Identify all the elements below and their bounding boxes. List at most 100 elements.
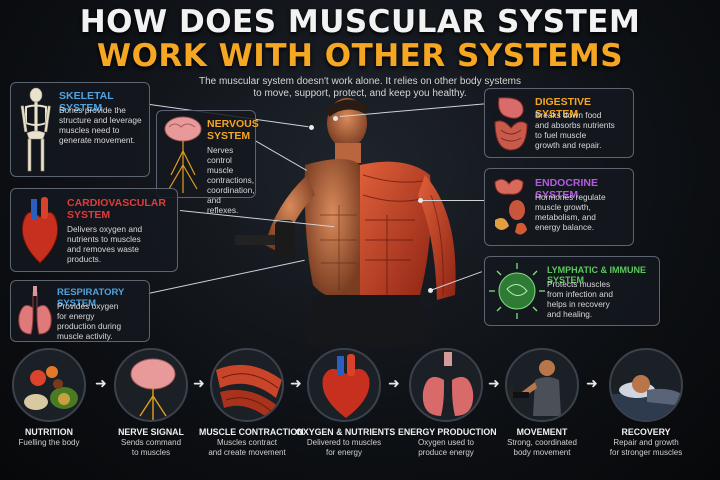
step-energy-production: ENERGY PRODUCTION Oxygen used to produce… xyxy=(398,348,497,457)
respiratory-title: RESPIRATORY SYSTEM xyxy=(57,287,125,309)
desc-line: produce energy xyxy=(418,447,474,457)
step-title: MOVEMENT xyxy=(516,427,568,437)
step-desc: Fuelling the body xyxy=(1,438,97,448)
page-title-line2: WORK WITH OTHER SYSTEMS xyxy=(96,38,624,74)
desc-line: products. xyxy=(67,254,102,264)
step-recovery: RECOVERY Repair and growth for stronger … xyxy=(598,348,694,457)
arrow-icon: ➜ xyxy=(388,375,400,391)
desc-line: for stronger muscles xyxy=(609,447,683,457)
desc-line: muscle contractions, xyxy=(207,165,255,185)
nervous-desc: Nerves control muscle contractions, coor… xyxy=(207,145,255,215)
card-nervous-system: NERVOUS SYSTEM Nerves control muscle con… xyxy=(156,110,259,215)
step-title: NERVE SIGNAL xyxy=(118,427,184,437)
step-nutrition: NUTRITION Fuelling the body xyxy=(1,348,97,448)
heart-organ-icon xyxy=(307,348,381,422)
desc-line: Breaks down food xyxy=(535,110,602,120)
connector-dot xyxy=(309,125,314,130)
desc-line: and absorbs nutrients xyxy=(535,120,615,130)
desc-line: Sends command xyxy=(120,438,182,447)
digestive-desc: Breaks down food and absorbs nutrients t… xyxy=(535,110,615,150)
desc-line: reflexes. xyxy=(207,205,239,215)
desc-line: to fuel muscle xyxy=(535,130,587,140)
desc-line: and removes waste xyxy=(67,244,139,254)
desc-line: and healing. xyxy=(547,309,593,319)
skeletal-desc: Bones provide the structure and leverage… xyxy=(59,105,142,145)
lungs-organ-icon xyxy=(409,348,483,422)
step-desc: Sends command to muscles xyxy=(103,438,199,457)
endocrine-title: ENDOCRINE SYSTEM xyxy=(535,177,599,201)
nutrition-food-icon xyxy=(12,348,86,422)
desc-line: Hormones regulate xyxy=(535,192,606,202)
title-line: NERVOUS xyxy=(207,118,259,130)
step-desc: Strong, coordinated body movement xyxy=(494,438,590,457)
card-respiratory-system: RESPIRATORY SYSTEM Provides oxygen for e… xyxy=(10,280,150,342)
card-skeletal-system: SKELETAL SYSTEM Bones provide the struct… xyxy=(10,82,150,177)
sleeping-person-icon xyxy=(609,348,683,422)
desc-line: Strong, coordinated xyxy=(507,438,577,447)
athlete-lifting-icon xyxy=(505,348,579,422)
skeleton-icon xyxy=(20,87,51,172)
immune-cell-icon xyxy=(489,263,545,319)
step-desc: Delivered to muscles for energy xyxy=(296,438,392,457)
lymphatic-title: LYMPHATIC & IMMUNE SYSTEM xyxy=(547,265,646,285)
desc-line: Delivers oxygen and xyxy=(67,224,143,234)
desc-line: for energy xyxy=(57,311,95,321)
respiratory-desc: Provides oxygen for energy production du… xyxy=(57,301,121,341)
desc-line: Muscles contract xyxy=(216,438,278,447)
digestive-title: DIGESTIVE SYSTEM xyxy=(535,96,592,120)
desc-line: Protects muscles xyxy=(547,279,611,289)
step-movement: MOVEMENT Strong, coordinated body moveme… xyxy=(494,348,590,457)
connector-endocrine xyxy=(420,200,485,201)
step-title: NUTRITION xyxy=(25,427,73,437)
step-title: MUSCLE CONTRACTION xyxy=(199,427,304,437)
card-endocrine-system: ENDOCRINE SYSTEM Hormones regulate muscl… xyxy=(484,168,634,246)
desc-line: for energy xyxy=(325,447,363,457)
card-digestive-system: DIGESTIVE SYSTEM Breaks down food and ab… xyxy=(484,88,634,158)
desc-line: Fuelling the body xyxy=(18,438,80,447)
brain-icon xyxy=(164,116,202,193)
lungs-icon xyxy=(18,286,52,335)
card-lymphatic-immune-system: LYMPHATIC & IMMUNE SYSTEM Protects muscl… xyxy=(484,256,660,326)
title-line: SYSTEM xyxy=(67,209,111,221)
endocrine-desc: Hormones regulate muscle growth, metabol… xyxy=(535,192,606,232)
step-title: ENERGY PRODUCTION xyxy=(398,427,497,437)
connector-dot xyxy=(428,288,433,293)
step-title: RECOVERY xyxy=(621,427,671,437)
desc-line: Bones provide the xyxy=(59,105,126,115)
title-line: SYSTEM xyxy=(207,130,251,142)
brain-nerve-icon xyxy=(114,348,188,422)
intro-line-2: to move, support, protect, and keep you … xyxy=(253,88,467,99)
desc-line: muscles need to xyxy=(59,125,120,135)
desc-line: Provides oxygen xyxy=(57,301,119,311)
desc-line: metabolism, and xyxy=(535,212,596,222)
desc-line: muscle activity. xyxy=(57,331,113,341)
arrow-icon: ➜ xyxy=(290,375,302,391)
connector-dot xyxy=(333,116,338,121)
intro-text: The muscular system doesn't work alone. … xyxy=(170,76,550,100)
muscle-fibers-icon xyxy=(210,348,284,422)
desc-line: nutrients to muscles xyxy=(67,234,141,244)
skeletal-title: SKELETAL SYSTEM xyxy=(59,90,114,114)
desc-line: Repair and growth xyxy=(613,438,679,447)
page-title-line1: HOW DOES MUSCULAR SYSTEM xyxy=(79,4,641,40)
desc-line: generate movement. xyxy=(59,135,136,145)
arrow-icon: ➜ xyxy=(95,375,107,391)
lymphatic-desc: Protects muscles from infection and help… xyxy=(547,279,613,319)
desc-line: energy balance. xyxy=(535,222,595,232)
digestive-organs-icon xyxy=(494,97,528,151)
desc-line: coordination, and xyxy=(207,185,255,205)
step-title: OXYGEN & NUTRIENTS xyxy=(296,427,396,437)
arrow-icon: ➜ xyxy=(488,375,500,391)
desc-line: structure and leverage xyxy=(59,115,142,125)
desc-line: to muscles xyxy=(131,447,171,457)
step-desc: Repair and growth for stronger muscles xyxy=(598,438,694,457)
arrow-icon: ➜ xyxy=(193,375,205,391)
desc-line: Oxygen used to xyxy=(417,438,475,447)
step-oxygen-nutrients: OXYGEN & NUTRIENTS Delivered to muscles … xyxy=(296,348,396,457)
desc-line: helps in recovery xyxy=(547,299,610,309)
endocrine-glands-icon xyxy=(494,178,527,235)
arrow-icon: ➜ xyxy=(586,375,598,391)
desc-line: muscle growth, xyxy=(535,202,591,212)
desc-line: and create movement xyxy=(208,447,286,457)
step-desc: Muscles contract and create movement xyxy=(199,438,295,457)
